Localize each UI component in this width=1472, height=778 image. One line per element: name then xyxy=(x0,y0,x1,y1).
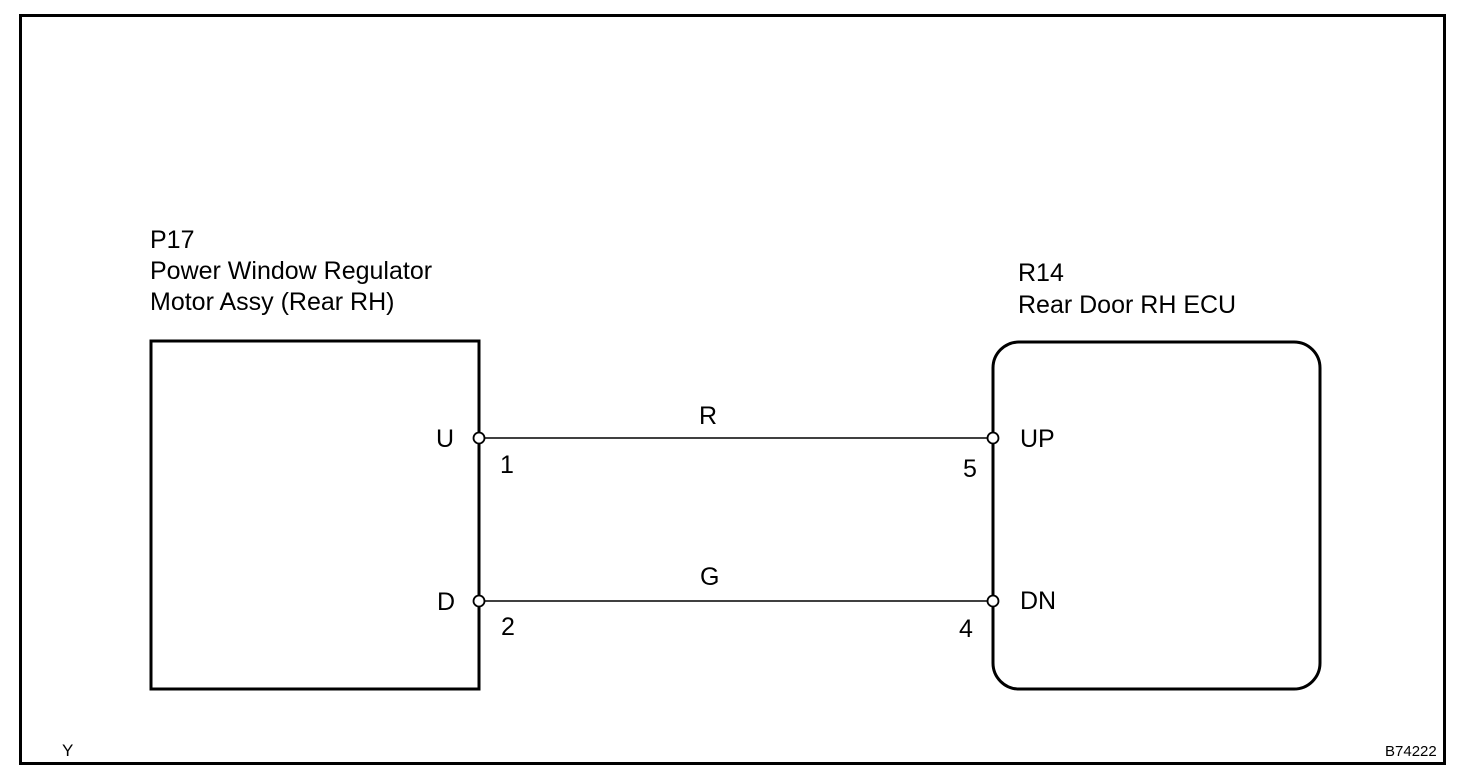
diagram-frame xyxy=(19,14,1446,765)
figure-id: B74222 xyxy=(1385,743,1437,760)
motor-name-line2: Motor Assy (Rear RH) xyxy=(150,288,395,316)
terminal-dn-pin: 4 xyxy=(959,615,973,643)
motor-box xyxy=(149,339,481,691)
terminal-dn-circle xyxy=(986,594,1000,608)
ecu-name: Rear Door RH ECU xyxy=(1018,291,1237,319)
ecu-code: R14 xyxy=(1018,259,1064,287)
terminal-d-pin: 2 xyxy=(501,613,515,641)
wire-r-color-label: R xyxy=(699,402,718,430)
ecu-box xyxy=(991,340,1322,691)
terminal-u-label: U xyxy=(436,425,455,453)
terminal-up-circle xyxy=(986,431,1000,445)
terminal-up-pin: 5 xyxy=(963,455,977,483)
wire-g-color-label: G xyxy=(700,563,720,591)
terminal-u-pin: 1 xyxy=(500,451,514,479)
terminal-dn-label: DN xyxy=(1020,587,1057,615)
footer-left-mark: Y xyxy=(62,741,74,760)
terminal-d-label: D xyxy=(437,588,456,616)
motor-code: P17 xyxy=(150,226,195,254)
terminal-up-label: UP xyxy=(1020,425,1055,453)
terminal-u-circle xyxy=(472,431,486,445)
terminal-d-circle xyxy=(472,594,486,608)
motor-name-line1: Power Window Regulator xyxy=(150,257,433,285)
